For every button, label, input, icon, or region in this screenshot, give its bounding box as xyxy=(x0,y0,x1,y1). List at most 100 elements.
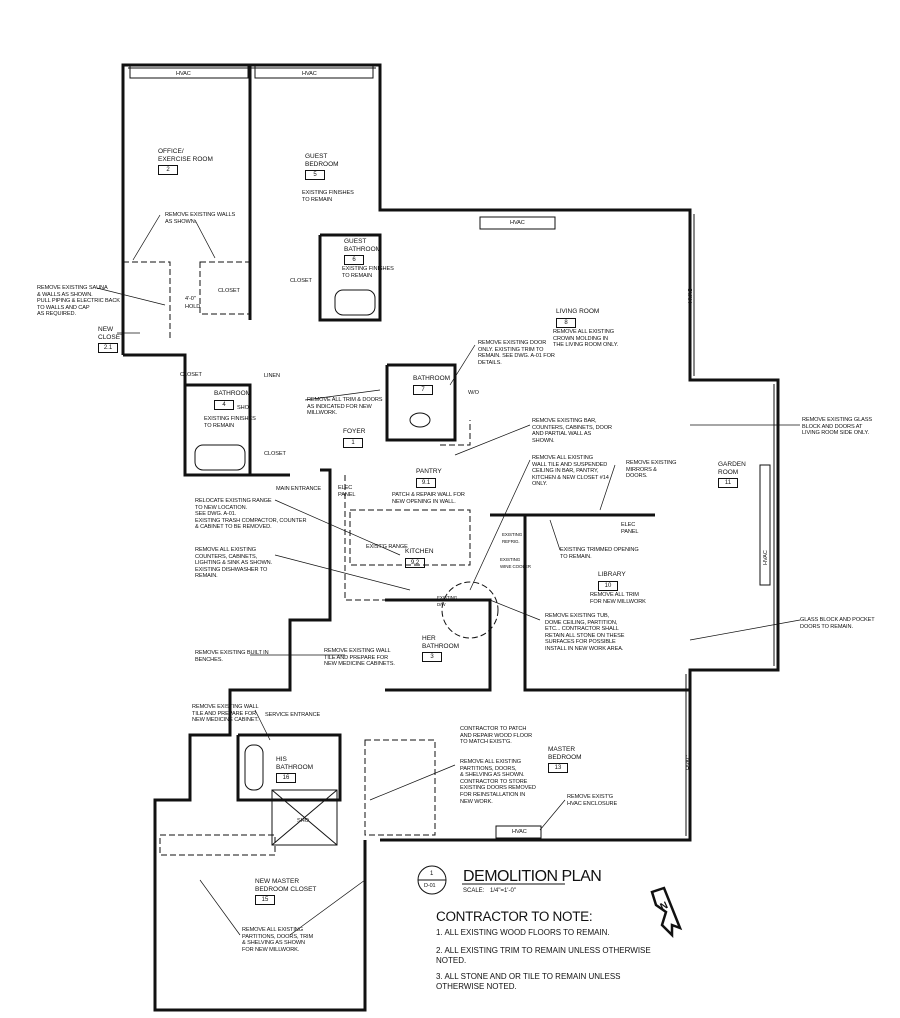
note-remove-walls: REMOVE EXISTING WALLS AS SHOWN. xyxy=(165,212,236,225)
title-block-frame xyxy=(417,865,565,895)
note-existing-finishes: EXISTING FINISHES TO REMAIN xyxy=(342,266,394,279)
note-remove-tub: REMOVE EXISTING TUB, DOME CEILING, PARTI… xyxy=(545,613,625,652)
hvac-label: HVAC xyxy=(512,829,527,835)
service-entrance-label: SERVICE ENTRANCE xyxy=(265,712,321,718)
room-name: LIBRARY xyxy=(598,571,626,578)
room-name: GUEST BATHROOM xyxy=(344,238,382,253)
note-existing-finishes: EXISTING FINISHES TO REMAIN xyxy=(302,190,354,203)
room-number: 13 xyxy=(548,763,568,773)
closet-label: CLOSET xyxy=(218,288,240,294)
existing-wine-cooler-label: EXISTING WINE COOLER xyxy=(500,557,531,569)
note-his-bath-tile: REMOVE EXISTING WALL TILE AND PREPARE FO… xyxy=(192,704,259,724)
room-number: 7 xyxy=(413,384,433,395)
room-name: KITCHEN xyxy=(405,548,434,555)
note-remove-wall-tile: REMOVE ALL EXISTING WALL TILE AND SUSPEN… xyxy=(532,455,609,488)
room-number: 10 xyxy=(598,580,618,591)
room-bathroom-7: BATHROOM 7 xyxy=(413,375,450,395)
hvac-label: HVAC xyxy=(686,755,692,770)
room-number: 2 xyxy=(158,165,178,175)
exterior-walls xyxy=(121,63,780,1012)
note-patch-floor: CONTRACTOR TO PATCH AND REPAIR WOOD FLOO… xyxy=(460,726,533,746)
note-remove-trim-doors: REMOVE ALL TRIM & DOORS AS INDICATED FOR… xyxy=(307,397,383,417)
note-patch-repair-wall: PATCH & REPAIR WALL FOR NEW OPENING IN W… xyxy=(392,492,465,505)
room-name: MASTER BEDROOM xyxy=(548,746,582,761)
room-number: 6 xyxy=(344,255,364,265)
room-master-bedroom: MASTER BEDROOM 13 xyxy=(548,746,582,773)
note-her-bath-tile: REMOVE EXISTING WALL TILE AND PREPARE FO… xyxy=(324,648,395,668)
room-name: BATHROOM xyxy=(214,390,252,397)
room-name: BATHROOM xyxy=(413,375,451,382)
sheet-number: D-01 xyxy=(424,883,436,889)
contractor-note: 3. ALL STONE AND OR TILE TO REMAIN UNLES… xyxy=(436,972,621,991)
main-entrance-label: MAIN ENTRANCE xyxy=(276,486,322,492)
closet-label: CLOSET xyxy=(180,372,202,378)
note-crown-molding: REMOVE ALL EXISTING CROWN MOLDING IN THE… xyxy=(553,329,619,349)
room-number: 1 xyxy=(343,437,363,448)
wo-label: W/O xyxy=(468,390,479,396)
note-remove-sauna: REMOVE EXISTING SAUNA & WALLS AS SHOWN. … xyxy=(37,285,120,318)
note-remove-hvac: REMOVE EXIST'G HVAC ENCLOSURE xyxy=(567,794,618,807)
room-name: NEW MASTER BEDROOM CLOSET xyxy=(255,878,317,893)
room-new-master-closet: NEW MASTER BEDROOM CLOSET 15 xyxy=(255,878,316,905)
room-name: PANTRY xyxy=(416,468,442,475)
shower-label: SHO xyxy=(237,405,249,411)
elec-panel-label: ELEC PANEL xyxy=(621,522,639,535)
hold-label: HOLD xyxy=(185,304,201,310)
note-remove-door: REMOVE EXISTING DOOR ONLY. EXISTING TRIM… xyxy=(478,340,555,366)
note-library-trim: REMOVE ALL TRIM FOR NEW MILLWORK xyxy=(590,592,646,605)
hvac-label: HVAC xyxy=(176,71,191,77)
hvac-label: HVAC xyxy=(763,550,769,565)
room-name: NEW CLOSET xyxy=(98,326,125,341)
note-remove-counters: REMOVE ALL EXISTING COUNTERS, CABINETS, … xyxy=(195,547,273,580)
room-number: 9.2 xyxy=(405,557,425,568)
note-glass-block-remain: GLASS BLOCK AND POCKET DOORS TO REMAIN. xyxy=(800,617,875,630)
room-number: 15 xyxy=(255,895,275,905)
detail-number: 1 xyxy=(430,871,434,877)
existing-fridge-label: EXISTING REFRIG. xyxy=(502,532,523,544)
scale-value: 1/4"=1'-0" xyxy=(490,888,516,894)
contractor-note: 2. ALL EXISTING TRIM TO REMAIN UNLESS OT… xyxy=(436,946,651,965)
drawing-title: DEMOLITION PLAN xyxy=(463,868,602,885)
room-name: GARDEN ROOM xyxy=(718,461,746,476)
existing-dw-label: EXISTING D/W xyxy=(437,595,458,607)
room-guest-bathroom: GUEST BATHROOM 6 xyxy=(344,238,381,265)
note-remove-partitions: REMOVE ALL EXISTING PARTITIONS, DOORS, &… xyxy=(460,759,536,805)
room-name: LIVING ROOM xyxy=(556,308,600,315)
note-remove-glass-block: REMOVE EXISTING GLASS BLOCK AND DOORS AT… xyxy=(802,417,873,437)
contractor-notes-heading: CONTRACTOR TO NOTE: xyxy=(436,909,593,924)
room-name: GUEST BEDROOM xyxy=(305,153,339,168)
room-library: LIBRARY 10 xyxy=(598,571,626,591)
room-number: 2.1 xyxy=(98,343,118,353)
linen-label: LINEN xyxy=(264,373,280,379)
room-garden-room: GARDEN ROOM 11 xyxy=(718,461,746,488)
note-remove-benches: REMOVE EXISTING BUILT IN BENCHES. xyxy=(195,650,269,663)
elec-panel-label: ELEC PANEL xyxy=(338,485,356,498)
leader-lines xyxy=(96,214,801,936)
closet-label: CLOSET xyxy=(290,278,312,284)
contractor-note: 1. ALL EXISTING WOOD FLOORS TO REMAIN. xyxy=(436,928,610,937)
hvac-label: HVAC xyxy=(688,288,694,303)
scale-label: SCALE: xyxy=(463,888,485,894)
room-number: 11 xyxy=(718,478,738,488)
exist-range-label: EXIST'G RANGE xyxy=(366,544,408,550)
note-remove-partitions-trim: REMOVE ALL EXISTING PARTITIONS, DOORS, T… xyxy=(242,927,314,953)
room-name: HER BATHROOM xyxy=(422,635,460,650)
room-kitchen: KITCHEN 9.2 xyxy=(405,548,434,568)
room-name: HIS BATHROOM xyxy=(276,756,314,771)
shower-label: SHO xyxy=(297,818,309,824)
room-number: 16 xyxy=(276,773,296,783)
note-remove-mirrors: REMOVE EXISTING MIRRORS & DOORS. xyxy=(626,460,677,480)
closet-label: CLOSET xyxy=(264,451,286,457)
dimension-label: 4'-0" xyxy=(185,296,196,302)
note-relocate-range: RELOCATE EXISTING RANGE TO NEW LOCATION.… xyxy=(195,498,307,531)
demolition-dashed-lines xyxy=(123,261,499,856)
room-new-closet: NEW CLOSET 2.1 xyxy=(98,326,124,353)
